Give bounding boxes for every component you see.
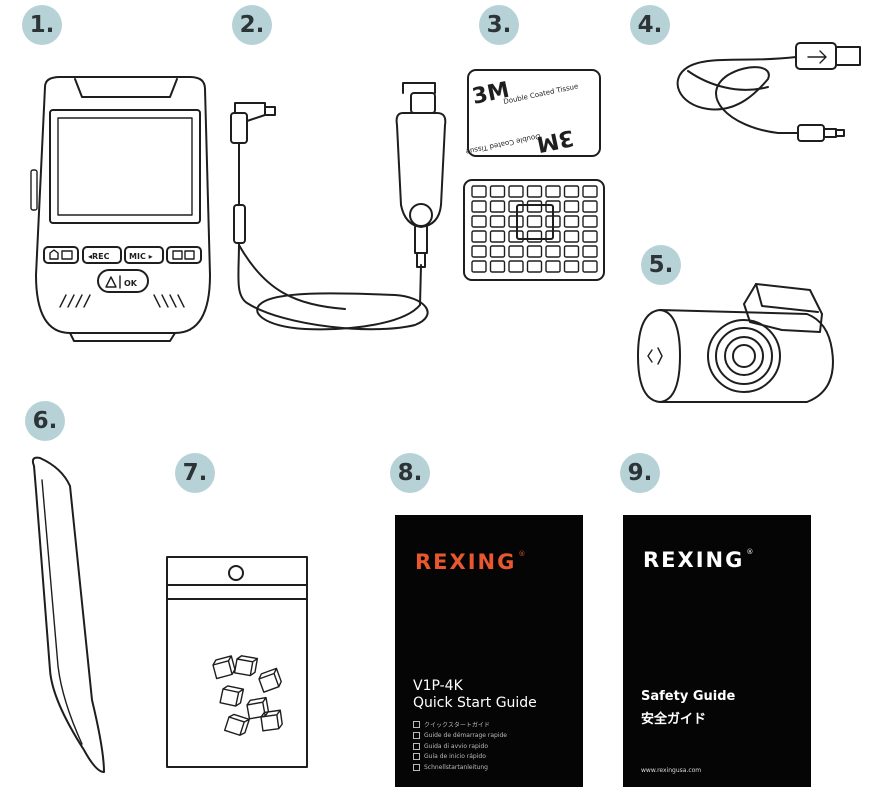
adhesive-pad <box>258 667 282 693</box>
language-item: クイックスタートガイド <box>413 720 507 729</box>
safety-guide-title: Safety Guide <box>641 689 736 704</box>
quick-start-guide-booklet: REXING® V1P-4K Quick Start Guide クイックスター… <box>395 515 583 787</box>
mount-grid-cell <box>471 215 487 228</box>
mount-grid-cell <box>508 245 524 258</box>
mount-grid-cell <box>545 185 561 198</box>
adhesive-pad <box>223 713 250 736</box>
item-number-9: 9. <box>620 453 660 493</box>
mount-grid-cell <box>526 185 543 198</box>
adhesive-pads-bag-illustration <box>165 555 310 770</box>
safety-guide-booklet: REXING® Safety Guide 安全ガイド www.rexingusa… <box>623 515 811 787</box>
tape-text-bottom: Double Coated Tissue <box>465 132 541 156</box>
item-number-6: 6. <box>25 401 65 441</box>
ok-button-label: OK <box>124 279 138 288</box>
item-number-5: 5. <box>641 245 681 285</box>
mount-grid-cell <box>526 230 543 243</box>
safety-brand-mark: ® <box>746 548 756 556</box>
mount-grid-cell <box>489 185 506 198</box>
language-label: Schnellstartanleitung <box>424 763 488 771</box>
language-label: Guide de démarrage rapide <box>424 732 507 739</box>
language-item: Guía de inicio rápido <box>413 753 507 760</box>
mount-grid-cell <box>563 185 580 198</box>
mount-grid-cell <box>582 245 598 258</box>
quick-start-model: V1P-4K <box>413 678 463 694</box>
tape-text-top: Double Coated Tissue <box>503 82 579 106</box>
mount-grid-cell <box>563 215 580 228</box>
mount-grid-cell <box>526 260 543 273</box>
pry-tool-illustration <box>22 450 122 780</box>
language-label: クイックスタートガイド <box>424 721 490 729</box>
item-number-8: 8. <box>390 453 430 493</box>
mount-grid-cell <box>471 200 487 213</box>
mount-grid-cell <box>489 245 506 258</box>
mount-grid-cell <box>582 260 598 273</box>
mount-grid-cell <box>526 200 543 213</box>
quick-start-brand-logo: REXING® <box>415 550 527 574</box>
mount-grid-cell <box>471 245 487 258</box>
item-number-3: 3. <box>479 5 519 45</box>
adhesive-pad <box>212 655 236 680</box>
language-label: Guía de inicio rápido <box>424 753 486 760</box>
language-item: Guide de démarrage rapide <box>413 732 507 739</box>
safety-brand-text: REXING <box>643 548 745 572</box>
quick-start-brand-mark: ® <box>518 550 528 558</box>
mount-grid-cell <box>563 260 580 273</box>
item-number-7: 7. <box>175 453 215 493</box>
dash-cam-illustration: ◂REC MIC ▸ OK <box>30 75 215 345</box>
mount-grid-cell <box>582 215 598 228</box>
mount-grid-cell <box>563 245 580 258</box>
adhesive-pad <box>246 696 270 720</box>
safety-guide-url: www.rexingusa.com <box>641 767 702 774</box>
mount-grid-cell <box>489 200 506 213</box>
rec-button-label: ◂REC <box>88 252 110 261</box>
safety-guide-title-jp: 安全ガイド <box>641 712 707 727</box>
rear-camera-illustration <box>632 280 842 408</box>
adhesive-pad <box>260 709 283 732</box>
mount-grid-cell <box>471 185 487 198</box>
item-number-4: 4. <box>630 5 670 45</box>
adhesive-pad <box>233 655 259 677</box>
mount-grid-cell <box>582 230 598 243</box>
adhesive-mount-illustration: 3M Double Coated Tissue 3M Double Coated… <box>462 68 607 286</box>
language-item: Guida di avvio rapido <box>413 742 507 750</box>
usb-cable-illustration <box>668 35 863 155</box>
language-item: Schnellstartanleitung <box>413 763 507 771</box>
quick-start-language-list: クイックスタートガイド Guide de démarrage rapide Gu… <box>413 716 507 771</box>
language-label: Guida di avvio rapido <box>424 742 489 750</box>
mount-grid-cell <box>563 230 580 243</box>
mount-grid-cell <box>526 245 543 258</box>
car-charger-illustration <box>225 65 455 355</box>
mount-grid-cell <box>489 230 506 243</box>
quick-start-brand-text: REXING <box>415 550 517 574</box>
quick-start-title: Quick Start Guide <box>413 695 537 711</box>
mount-grid-cell <box>582 185 598 198</box>
mic-button-label: MIC ▸ <box>129 252 153 261</box>
mount-grid-cell <box>545 260 561 273</box>
adhesive-pad <box>219 685 245 707</box>
safety-brand-logo: REXING® <box>643 548 755 572</box>
mount-grid-cell <box>508 185 524 198</box>
mount-grid-cell <box>563 200 580 213</box>
item-number-2: 2. <box>232 5 272 45</box>
mount-grid-cell <box>489 215 506 228</box>
mount-grid-cell <box>545 245 561 258</box>
item-number-1: 1. <box>22 5 62 45</box>
mount-grid-cell <box>582 200 598 213</box>
mount-grid-cell <box>489 260 506 273</box>
mount-grid-cell <box>508 260 524 273</box>
mount-grid-cell <box>471 260 487 273</box>
mount-grid-cell <box>526 215 543 228</box>
mount-grid-cell <box>471 230 487 243</box>
